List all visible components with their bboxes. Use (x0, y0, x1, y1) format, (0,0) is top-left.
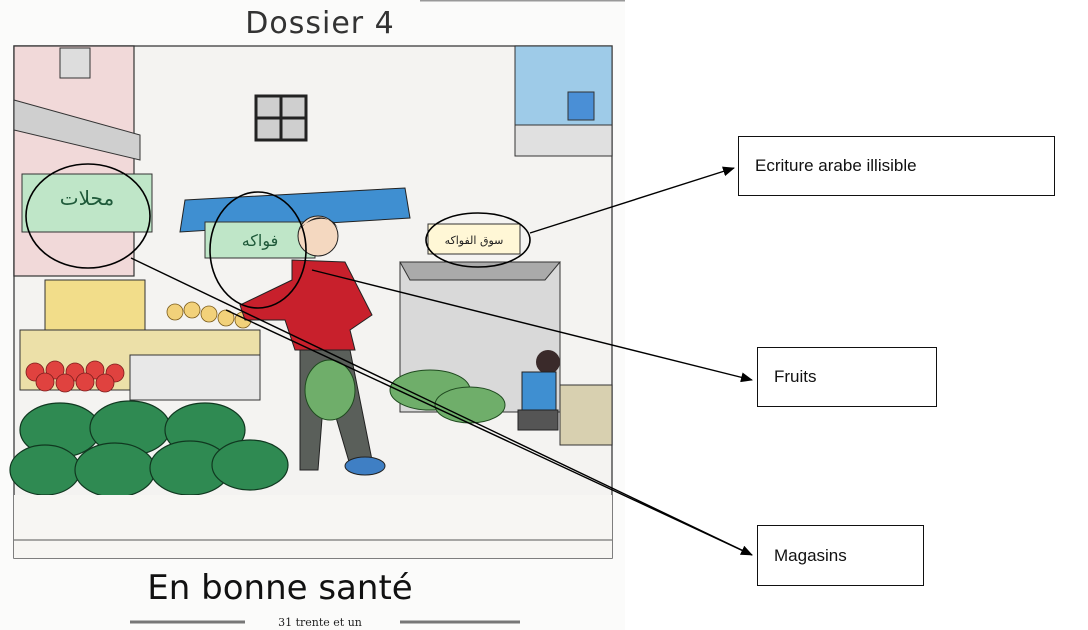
blue-awning (179, 187, 411, 233)
callout-ellipse-shops (25, 163, 151, 269)
man-shoe (344, 456, 386, 476)
connector-fruits (311, 269, 753, 383)
left-sign-text: محلات (60, 186, 114, 210)
right-crate (559, 384, 613, 446)
checkered-cloth (129, 354, 261, 401)
connector-arabic (529, 166, 735, 234)
callout-ellipse-arabic (425, 212, 531, 268)
label-box-arabic-writing: Ecriture arabe illisible (738, 136, 1055, 196)
watermelon-pile (9, 400, 289, 498)
balcony-railing (514, 124, 613, 157)
ground (14, 495, 612, 558)
label-fruits: Fruits (774, 367, 817, 386)
woman-skirt (517, 409, 559, 431)
page-title: Dossier 4 (245, 6, 395, 41)
label-box-fruits: Fruits (757, 347, 937, 407)
right-shop-sign-text: سوق الفواكه (445, 234, 504, 247)
label-shops: Magasins (774, 545, 847, 565)
man-jacket (239, 259, 373, 351)
left-awning (13, 99, 141, 161)
label-arabic-writing: Ecriture arabe illisible (755, 156, 917, 175)
apple-pile (25, 360, 125, 393)
left-sign (21, 173, 153, 233)
woman-body (521, 371, 557, 413)
right-shop-sign (427, 223, 521, 255)
label-box-shops: Magasins (757, 525, 924, 586)
vegetable-stall (304, 359, 506, 424)
left-building-window (59, 47, 91, 79)
awning-sign-text: فواكه (242, 231, 279, 251)
connector-shops-1 (130, 257, 753, 556)
connector-shops-2 (225, 309, 753, 556)
woman-head (536, 350, 560, 374)
page-number: 31 trente et un (278, 616, 362, 629)
callout-ellipse-fruits (209, 191, 307, 309)
left-building (13, 45, 135, 277)
page-subtitle: En bonne santé (147, 568, 413, 608)
laundry-cloth (567, 91, 595, 121)
man-head (297, 215, 339, 257)
shop-roof (399, 261, 562, 281)
